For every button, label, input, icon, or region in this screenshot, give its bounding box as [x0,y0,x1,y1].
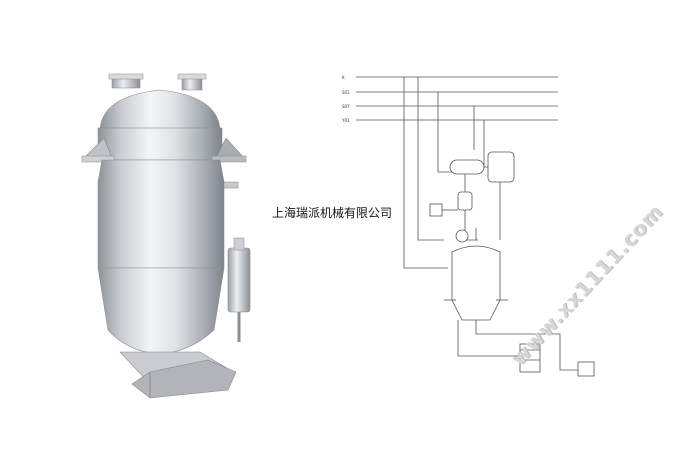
tank-body [97,159,225,269]
lug-plate-left [81,155,115,163]
line-label-1: K [342,75,345,80]
bag-filter [519,343,541,373]
top-nozzle-right [181,77,203,91]
process-schematic [356,76,595,377]
top-nozzle-left [111,77,141,89]
pneumatic-cylinder [227,247,251,313]
schematic-tank [451,245,501,321]
pipe-bottom-2 [475,320,578,371]
pipe-bottom-1 [457,320,520,357]
pipe-drop-1 [403,77,448,269]
inlet-valve [455,229,469,243]
top-flange-left [108,73,144,80]
lug-plate-right [211,155,247,163]
filter-vessel [429,203,443,217]
tank-dome [99,89,221,131]
line-label-3: S07 [342,104,350,109]
side-port [223,181,239,189]
company-caption: 上海瑞派机械有限公司 [272,206,393,220]
line-label-2: S01 [342,90,350,95]
pipe-drop-3 [437,92,452,173]
separator [487,151,515,183]
extraction-tank [81,73,251,399]
receiver-vessel [457,191,473,211]
line-label-4: Y01 [341,118,350,123]
tank-collar [97,127,223,161]
tank-cone [97,267,225,355]
pump [577,361,595,377]
pipe-drop-2 [417,77,444,241]
condenser [449,159,485,175]
cylinder-cap [233,237,245,251]
top-flange-right [177,73,207,80]
